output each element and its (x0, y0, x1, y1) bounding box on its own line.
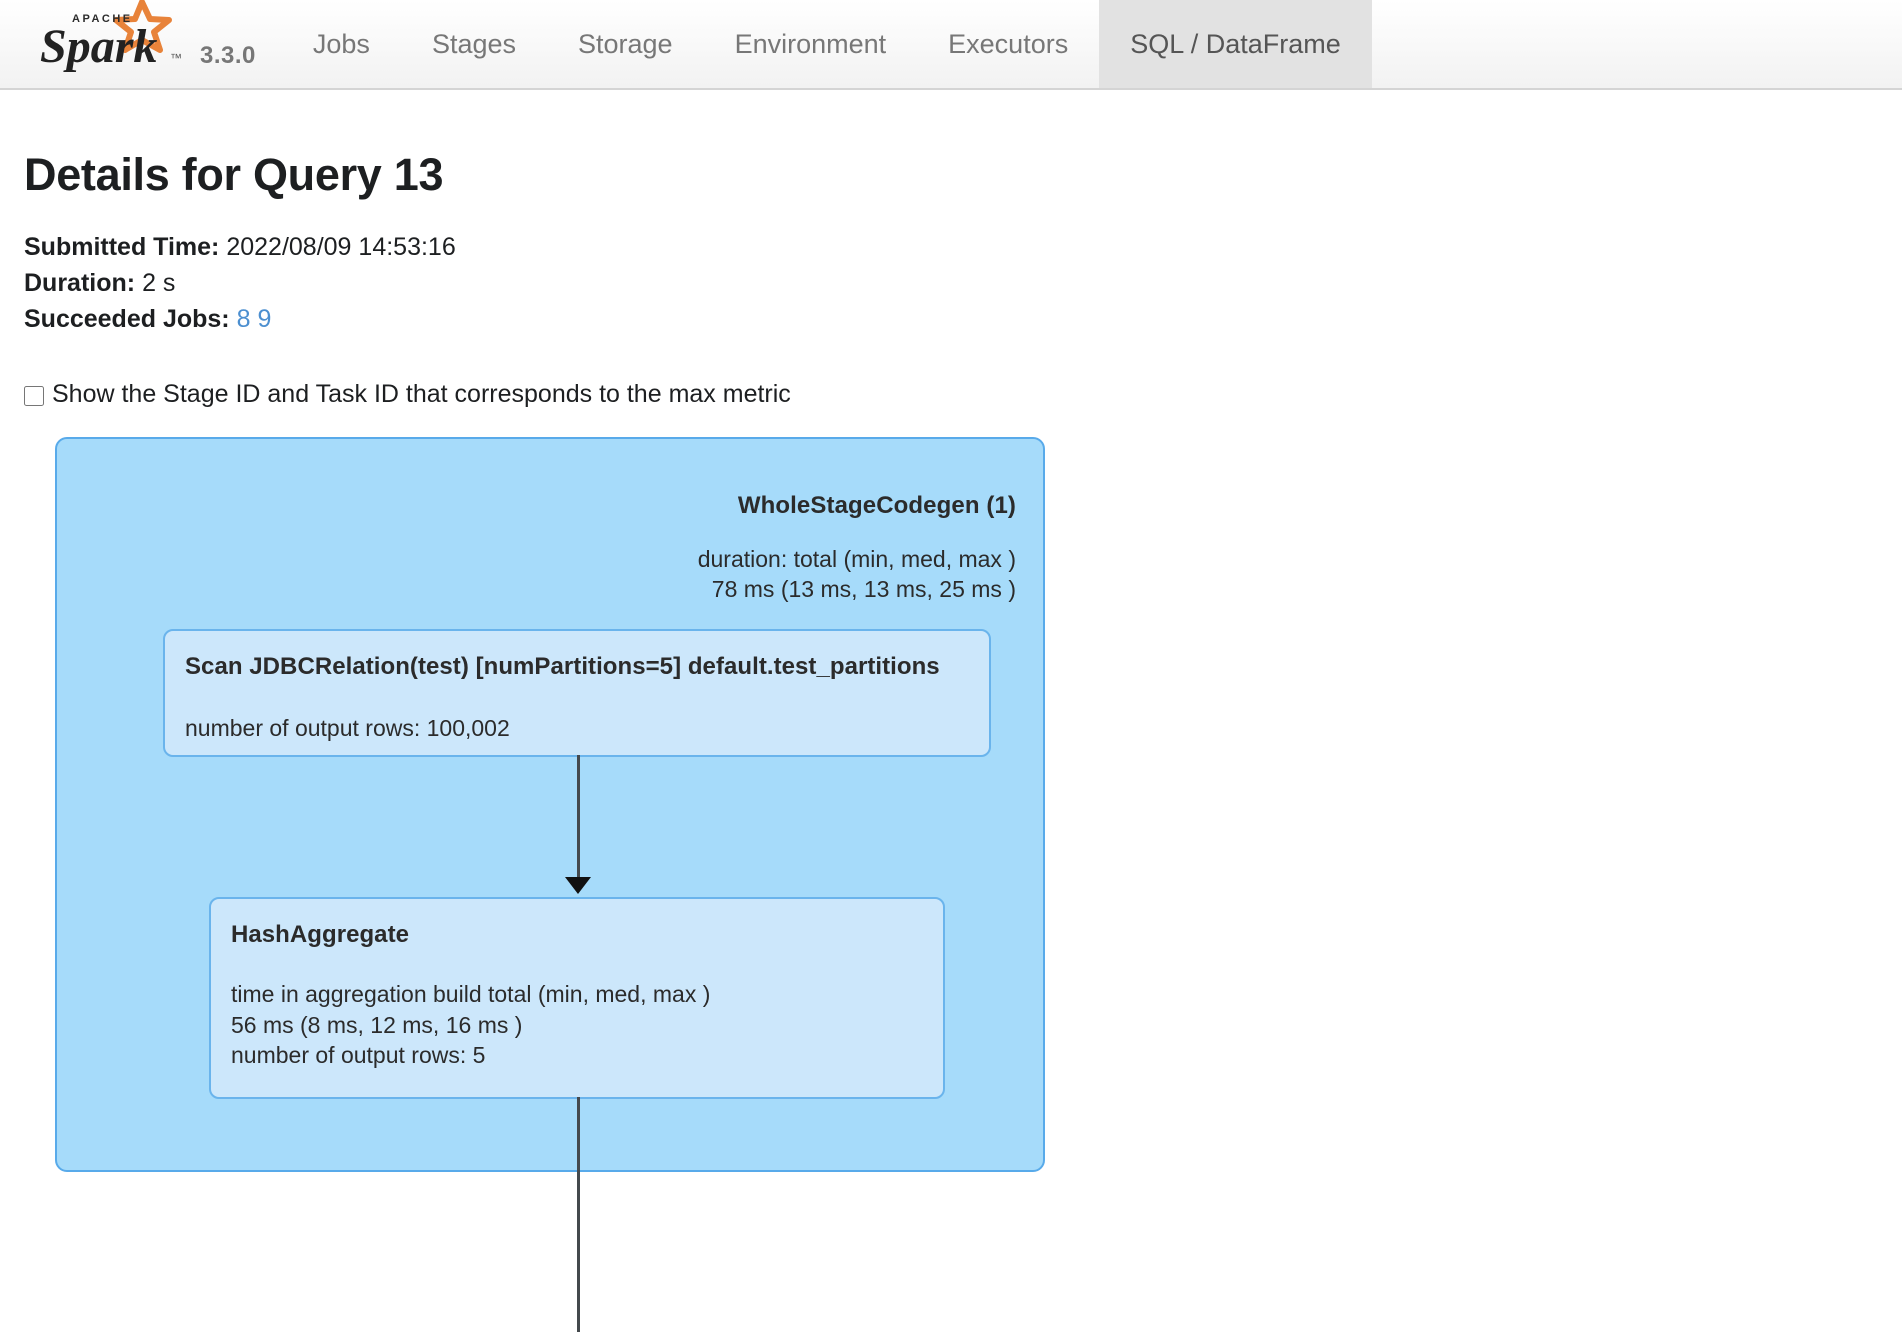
svg-text:™: ™ (170, 51, 182, 65)
spark-brand[interactable]: APACHE Spark ™ 3.3.0 (0, 0, 256, 88)
metric-aggregation-build-header: time in aggregation build total (min, me… (231, 981, 711, 1007)
spark-version: 3.3.0 (200, 42, 256, 69)
submitted-time-value: 2022/08/09 14:53:16 (226, 233, 456, 261)
main-nav-tabs: Jobs Stages Storage Environment Executor… (282, 0, 1372, 88)
show-stage-task-id-label[interactable]: Show the Stage ID and Task ID that corre… (52, 380, 791, 408)
metric-output-rows: number of output rows: 5 (231, 1042, 486, 1069)
stage-metric-header: duration: total (min, med, max ) (697, 546, 1016, 572)
show-stage-task-id-checkbox[interactable] (24, 385, 44, 406)
query-metadata: Submitted Time: 2022/08/09 14:53:16 Dura… (24, 229, 1902, 337)
edge-line (577, 755, 580, 881)
tab-sql-dataframe[interactable]: SQL / DataFrame (1099, 0, 1372, 88)
apache-spark-logo-icon: APACHE Spark ™ (30, 0, 190, 74)
tab-storage[interactable]: Storage (578, 28, 673, 59)
tab-jobs[interactable]: Jobs (312, 28, 370, 59)
tab-executors[interactable]: Executors (948, 28, 1069, 59)
plan-node-title: HashAggregate (231, 921, 410, 948)
stage-metric-value: 78 ms (13 ms, 13 ms, 25 ms ) (711, 576, 1016, 603)
svg-text:APACHE: APACHE (72, 13, 133, 25)
succeeded-job-link-8[interactable]: 8 (236, 305, 251, 333)
plan-node-metrics: time in aggregation build total (min, me… (231, 979, 919, 1071)
metric-output-rows: number of output rows: 100,002 (185, 715, 510, 741)
show-stage-task-id-row: Show the Stage ID and Task ID that corre… (24, 380, 1902, 409)
edge-line (577, 1097, 580, 1332)
duration-label: Duration: (24, 269, 136, 297)
plan-node-hashaggregate[interactable]: HashAggregate time in aggregation build … (209, 897, 945, 1099)
submitted-time-row: Submitted Time: 2022/08/09 14:53:16 (24, 229, 1902, 265)
plan-node-scan-jdbcrelation[interactable]: Scan JDBCRelation(test) [numPartitions=5… (163, 629, 991, 757)
svg-text:Spark: Spark (40, 20, 157, 73)
stage-title: WholeStageCodegen (1) (737, 492, 1016, 519)
succeeded-jobs-label: Succeeded Jobs: (24, 305, 230, 333)
stage-metrics: duration: total (min, med, max ) 78 ms (… (456, 544, 1016, 605)
arrowhead-icon (565, 877, 591, 894)
sql-plan-graph: WholeStageCodegen (1) duration: total (m… (24, 437, 1902, 1332)
duration-row: Duration: 2 s (24, 265, 1902, 301)
succeeded-job-link-9[interactable]: 9 (257, 305, 272, 333)
top-navbar: APACHE Spark ™ 3.3.0 Jobs Stages Storage… (0, 0, 1902, 90)
submitted-time-label: Submitted Time: (24, 233, 220, 261)
plan-node-metrics: number of output rows: 100,002 (185, 713, 965, 744)
plan-node-title: Scan JDBCRelation(test) [numPartitions=5… (185, 653, 940, 680)
duration-value: 2 s (142, 269, 176, 297)
metric-aggregation-build-value: 56 ms (8 ms, 12 ms, 16 ms ) (231, 1011, 523, 1038)
page-content: Details for Query 13 Submitted Time: 202… (0, 90, 1902, 1332)
wholestagecodegen-stage-cluster[interactable]: WholeStageCodegen (1) duration: total (m… (55, 437, 1045, 1172)
tab-environment[interactable]: Environment (734, 28, 887, 59)
page-title: Details for Query 13 (24, 149, 444, 200)
stage-header: WholeStageCodegen (1) duration: total (m… (456, 492, 1016, 605)
succeeded-jobs-row: Succeeded Jobs: 8 9 (24, 301, 1902, 337)
tab-stages[interactable]: Stages (431, 28, 516, 59)
